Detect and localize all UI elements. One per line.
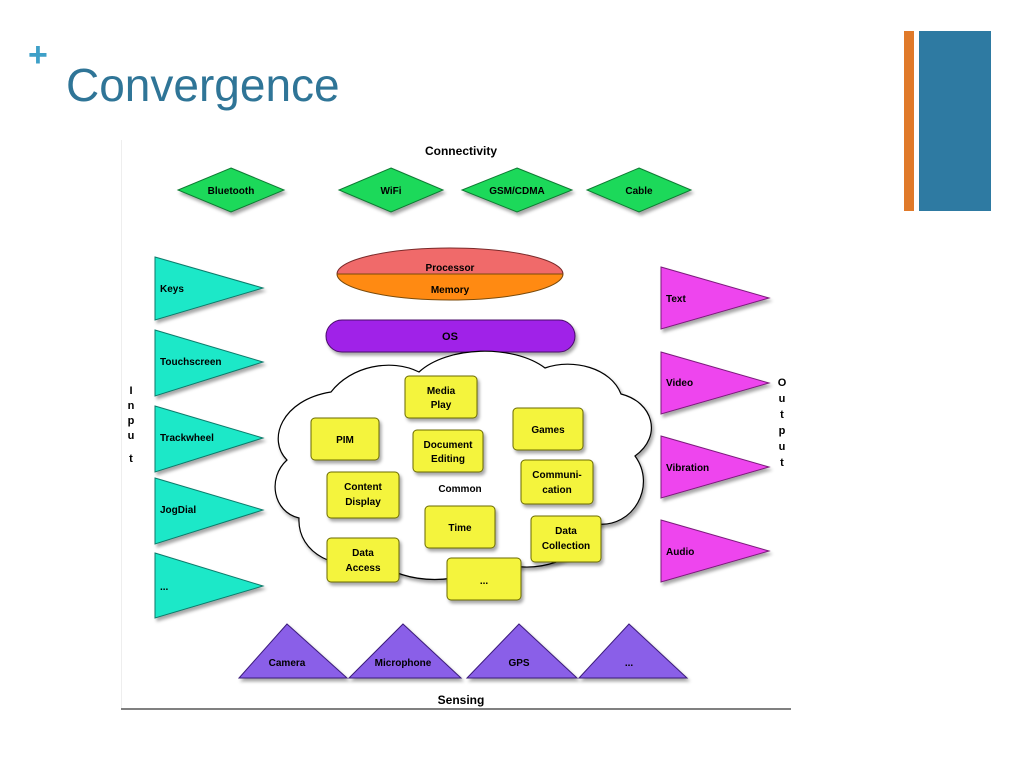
sensing-more: ... — [577, 623, 689, 679]
svg-text:Games: Games — [531, 425, 565, 436]
svg-text:Play: Play — [431, 400, 452, 411]
svg-text:Data: Data — [352, 548, 374, 559]
svg-text:p: p — [779, 425, 786, 437]
svg-text:Content: Content — [344, 482, 382, 493]
svg-text:I: I — [129, 385, 132, 397]
processor-memory-ellipse: Processor Memory — [336, 247, 564, 301]
svg-text:n: n — [128, 400, 135, 412]
svg-text:Microphone: Microphone — [375, 658, 432, 669]
output-audio: Audio — [660, 519, 771, 583]
os-pill: OS — [325, 319, 576, 353]
svg-text:Communi-: Communi- — [532, 470, 581, 481]
app-data-collection: Data Collection — [530, 515, 602, 563]
os-label: OS — [442, 331, 458, 343]
accent-bar-blue — [919, 31, 991, 211]
app-pim: PIM — [310, 417, 380, 461]
svg-text:...: ... — [480, 576, 489, 587]
svg-text:Access: Access — [345, 563, 380, 574]
common-label: Common — [438, 484, 481, 495]
svg-text:Text: Text — [666, 294, 686, 305]
svg-text:Keys: Keys — [160, 284, 184, 295]
app-data-access: Data Access — [326, 537, 400, 583]
svg-text:Audio: Audio — [666, 547, 694, 558]
output-vibration: Vibration — [660, 435, 771, 499]
svg-text:t: t — [780, 457, 784, 469]
svg-text:cation: cation — [542, 485, 571, 496]
svg-text:Media: Media — [427, 386, 456, 397]
memory-label: Memory — [431, 285, 470, 296]
connectivity-label: Connectivity — [425, 144, 497, 158]
app-communication: Communi- cation — [520, 459, 594, 505]
svg-text:PIM: PIM — [336, 435, 354, 446]
svg-text:t: t — [780, 409, 784, 421]
app-games: Games — [512, 407, 584, 451]
input-side-label: I n p u t — [128, 385, 135, 465]
sensing-gps: GPS — [465, 623, 579, 679]
output-side-label: O u t p u t — [778, 377, 787, 469]
svg-text:Editing: Editing — [431, 454, 465, 465]
output-text: Text — [660, 266, 771, 330]
svg-text:p: p — [128, 415, 135, 427]
svg-text:...: ... — [625, 658, 634, 669]
svg-text:Collection: Collection — [542, 541, 590, 552]
svg-text:u: u — [128, 430, 135, 442]
connectivity-wifi: WiFi — [337, 167, 445, 213]
svg-text:GPS: GPS — [508, 658, 529, 669]
svg-text:Touchscreen: Touchscreen — [160, 357, 222, 368]
input-jogdial: JogDial — [154, 477, 265, 545]
sensing-label: Sensing — [438, 693, 485, 707]
input-touchscreen: Touchscreen — [154, 329, 265, 397]
output-video: Video — [660, 351, 771, 415]
svg-text:u: u — [779, 441, 786, 453]
svg-text:O: O — [778, 377, 787, 389]
processor-label: Processor — [426, 263, 475, 274]
slide-title: Convergence — [66, 59, 340, 111]
input-keys: Keys — [154, 256, 265, 321]
svg-text:Trackwheel: Trackwheel — [160, 433, 214, 444]
sensing-microphone: Microphone — [347, 623, 463, 679]
svg-text:GSM/CDMA: GSM/CDMA — [489, 186, 545, 197]
svg-text:...: ... — [160, 582, 169, 593]
svg-text:JogDial: JogDial — [160, 505, 196, 516]
app-media-play: Media Play — [404, 375, 478, 419]
svg-text:WiFi: WiFi — [380, 186, 401, 197]
connectivity-bluetooth: Bluetooth — [176, 167, 286, 213]
svg-text:Bluetooth: Bluetooth — [208, 186, 255, 197]
svg-text:Video: Video — [666, 378, 693, 389]
svg-text:Time: Time — [448, 523, 472, 534]
input-more: ... — [154, 552, 265, 619]
svg-text:u: u — [779, 393, 786, 405]
sensing-camera: Camera — [237, 623, 349, 679]
svg-text:Camera: Camera — [269, 658, 306, 669]
plus-bullet: + — [28, 36, 48, 74]
app-more: ... — [446, 557, 522, 601]
svg-text:Cable: Cable — [625, 186, 653, 197]
svg-text:t: t — [129, 453, 133, 465]
convergence-diagram: Connectivity Bluetooth WiFi GSM/CDMA Cab… — [121, 140, 791, 712]
svg-text:Data: Data — [555, 526, 577, 537]
svg-text:Vibration: Vibration — [666, 463, 709, 474]
input-trackwheel: Trackwheel — [154, 405, 265, 473]
connectivity-cable: Cable — [585, 167, 693, 213]
app-content-display: Content Display — [326, 471, 400, 519]
connectivity-gsm-cdma: GSM/CDMA — [460, 167, 574, 213]
svg-text:Document: Document — [424, 440, 474, 451]
app-document-editing: Document Editing — [412, 429, 484, 473]
svg-text:Display: Display — [345, 497, 381, 508]
accent-bar-orange — [904, 31, 914, 211]
app-time: Time — [424, 505, 496, 549]
